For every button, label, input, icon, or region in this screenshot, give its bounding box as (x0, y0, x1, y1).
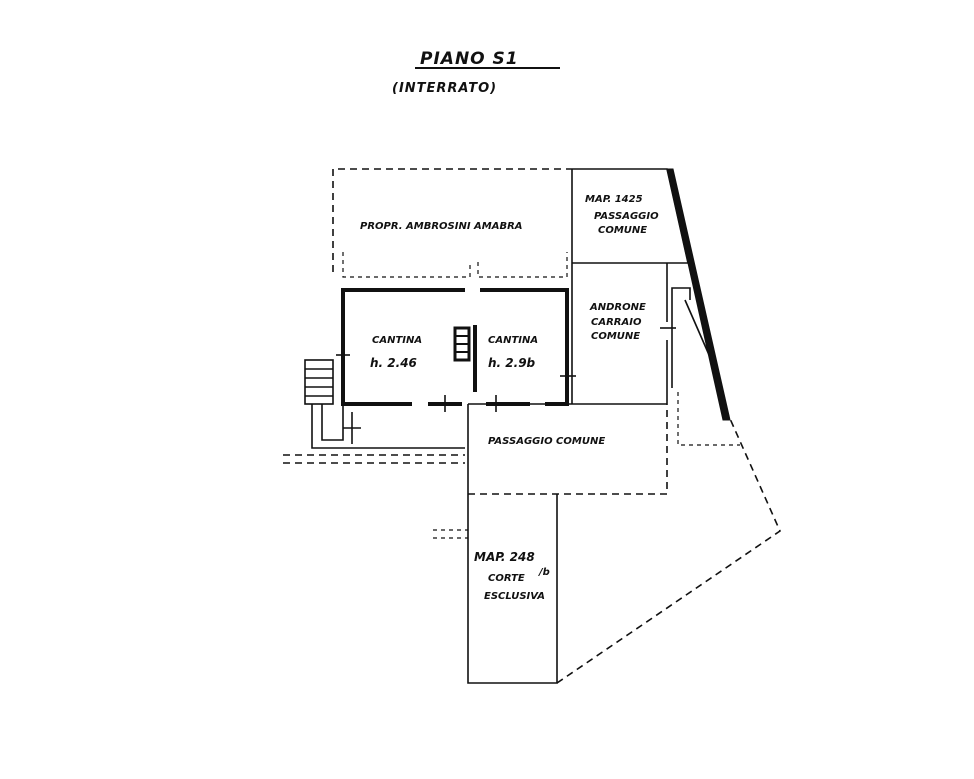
androne-label-3: COMUNE (591, 331, 640, 342)
zone-courtyard: MAP. 248 /b CORTE ESCLUSIVA (467, 494, 558, 684)
lower-left-wall (311, 404, 465, 449)
right-boundary (666, 168, 731, 421)
courtyard-label-1: MAP. 248 (474, 550, 535, 564)
passage-label: PASSAGGIO COMUNE (488, 436, 605, 447)
plan-subtitle: (INTERRATO) (392, 81, 497, 96)
cantina-2-height: h. 2.9b (488, 356, 536, 370)
upper-left-inner-dashed-2 (477, 252, 568, 278)
upper-left-label: PROPR. AMBROSINI AMABRA (360, 221, 523, 232)
cantina-outer-wall-right (480, 288, 569, 406)
courtyard-label-suffix: /b (538, 567, 550, 578)
title-block: PIANO S1 (INTERRATO) (392, 49, 560, 96)
cantina-2-name: CANTINA (488, 335, 538, 346)
thick-diagonal-wall (666, 168, 731, 421)
cantina-outer-wall-left (341, 288, 465, 406)
upper-right-label-2: PASSAGGIO (594, 211, 659, 222)
zone-androne: ANDRONE CARRAIO COMUNE (572, 263, 691, 405)
zone-passage: PASSAGGIO COMUNE (467, 403, 668, 495)
upper-right-label-3: COMUNE (598, 225, 647, 236)
zone-upper-left: PROPR. AMBROSINI AMABRA (332, 168, 572, 278)
androne-label-1: ANDRONE (589, 302, 646, 313)
zone-upper-right: MAP. 1425 PASSAGGIO COMUNE (571, 168, 689, 404)
zone-cantine: CANTINA h. 2.46 CANTINA h. 2.9b (336, 288, 576, 412)
outer-dashed-boundary (283, 392, 782, 684)
stair-outline (304, 359, 334, 405)
cantina-1-height: h. 2.46 (370, 356, 417, 370)
courtyard-label-3: ESCLUSIVA (484, 591, 545, 602)
plan-title: PIANO S1 (420, 49, 519, 69)
upper-right-label-1: MAP. 1425 (585, 194, 643, 205)
androne-recess-outline (671, 287, 691, 388)
small-dashed-area (677, 392, 740, 446)
upper-left-dashed-outline (332, 168, 572, 272)
lower-left-inner (321, 404, 344, 441)
androne-label-2: CARRAIO (591, 317, 642, 328)
right-dashed-boundary (556, 411, 782, 684)
courtyard-label-2: CORTE (488, 573, 525, 584)
upper-left-inner-dashed (342, 252, 471, 278)
passage-dashed-outline (468, 404, 668, 495)
courtyard-outline (467, 494, 558, 684)
cantina-1-name: CANTINA (372, 335, 422, 346)
stair-left (304, 359, 465, 449)
diagonal-inner-line (684, 299, 721, 381)
